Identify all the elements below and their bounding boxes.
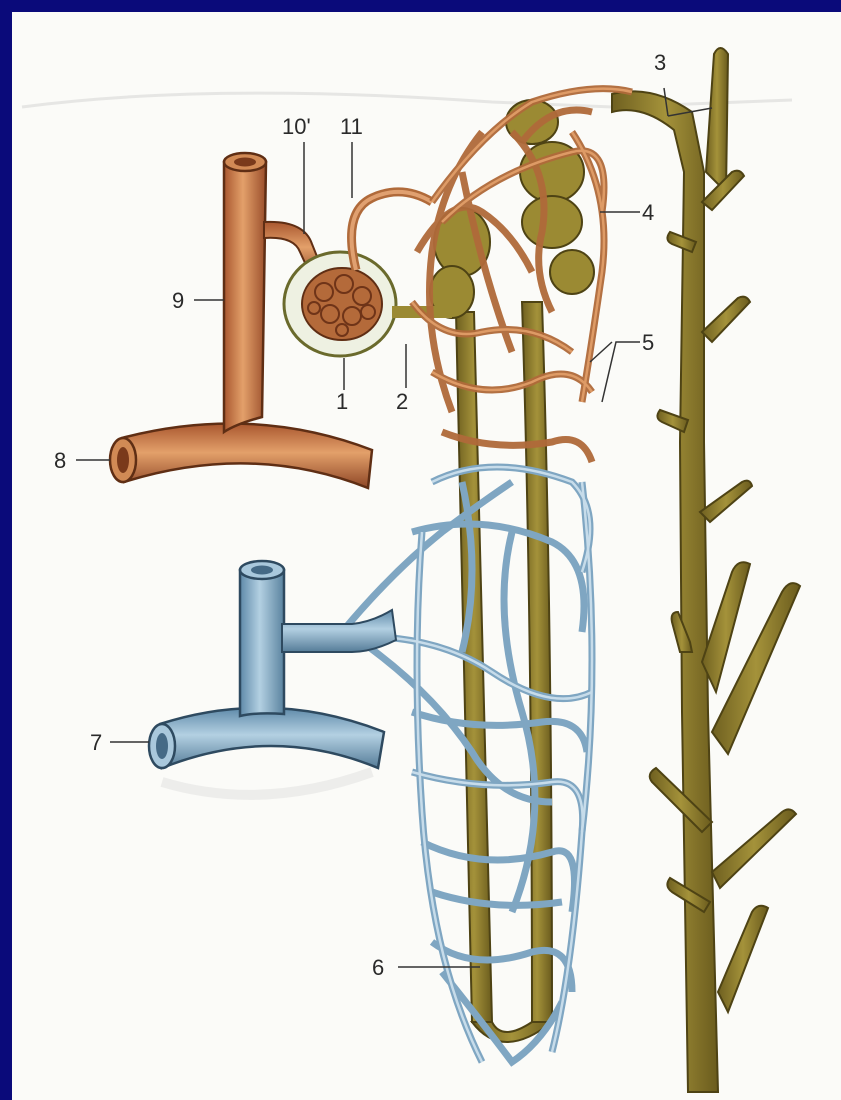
diagram-frame: 1 2 3 4 5 6 7 8 9 10' 11	[12, 12, 841, 1100]
label-10: 10'	[282, 114, 311, 139]
label-11: 11	[340, 114, 363, 139]
label-8: 8	[54, 448, 66, 473]
vein-group	[149, 561, 396, 768]
leader-lines	[76, 88, 712, 967]
arcuate-artery	[122, 424, 372, 488]
label-7: 7	[90, 730, 102, 755]
glomerulus	[302, 268, 382, 340]
label-6: 6	[372, 955, 384, 980]
connecting-venule	[282, 610, 396, 652]
renal-corpuscle	[284, 192, 432, 356]
ascending-limb	[522, 302, 552, 1022]
collecting-duct	[612, 48, 800, 1092]
label-1: 1	[336, 389, 348, 414]
label-9: 9	[172, 288, 184, 313]
nephron-diagram: 1 2 3 4 5 6 7 8 9 10' 11	[12, 12, 841, 1100]
label-5: 5	[642, 330, 654, 355]
nephron-tubules	[456, 302, 552, 1042]
interlobular-artery	[224, 162, 266, 432]
label-3: 3	[654, 50, 666, 75]
label-4: 4	[642, 200, 654, 225]
arcuate-vein	[160, 708, 384, 768]
label-2: 2	[396, 389, 408, 414]
interlobular-vein	[240, 570, 284, 716]
